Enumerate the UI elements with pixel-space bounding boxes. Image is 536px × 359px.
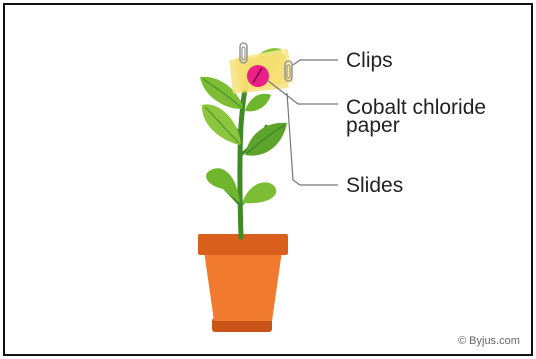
plant-diagram bbox=[5, 5, 531, 354]
flower-pot bbox=[198, 234, 288, 332]
label-clips: Clips bbox=[346, 52, 393, 70]
leaf bbox=[242, 182, 276, 203]
label-cobalt-line2: paper bbox=[346, 117, 486, 135]
leaf bbox=[206, 168, 240, 203]
pot-body bbox=[204, 251, 282, 321]
copyright-credit: © Byjus.com bbox=[458, 335, 520, 347]
slides-leader bbox=[287, 93, 338, 185]
label-slides: Slides bbox=[346, 177, 403, 195]
label-cobalt-chloride-paper: Cobalt chloride paper bbox=[346, 99, 486, 135]
diagram-frame: Clips Cobalt chloride paper Slides © Byj… bbox=[3, 3, 533, 356]
leaf bbox=[245, 94, 271, 112]
clips-leader bbox=[293, 60, 338, 65]
slides-assembly bbox=[229, 43, 293, 94]
